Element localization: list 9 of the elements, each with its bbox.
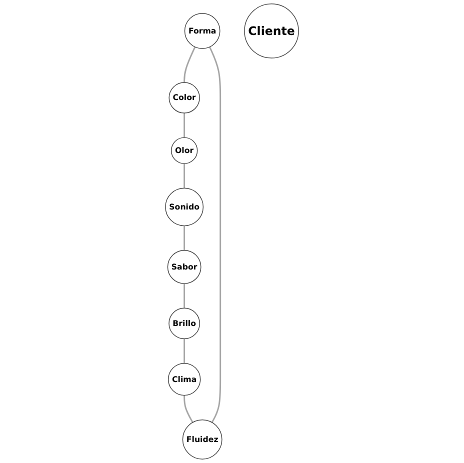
node-circle: Cliente	[244, 4, 299, 58]
connector	[209, 46, 222, 423]
connector	[184, 284, 186, 308]
connector	[184, 46, 196, 83]
connector	[184, 164, 186, 188]
connector	[184, 226, 186, 250]
connector	[184, 113, 186, 138]
connector	[184, 395, 194, 423]
connector	[184, 338, 186, 364]
